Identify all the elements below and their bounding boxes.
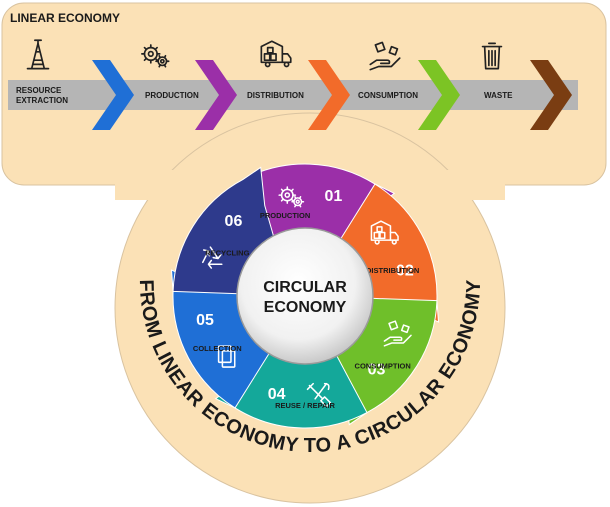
linear-step-4-arrow xyxy=(418,60,460,130)
oil-rig-icon xyxy=(26,39,50,70)
linear-step-4-label: CONSUMPTION xyxy=(358,91,418,100)
circular-stage-02-label: DISTRIBUTION xyxy=(366,266,419,275)
linear-step-1-label: RESOURCE xyxy=(16,86,62,95)
gears-icon xyxy=(141,44,170,68)
circular-stage-05-label: COLLECTION xyxy=(193,344,242,353)
circular-stage-03-label: CONSUMPTION xyxy=(355,361,411,370)
truck-icon xyxy=(370,220,399,245)
circular-stage-05-number: 05 xyxy=(196,312,214,329)
linear-step-1-arrow xyxy=(92,60,134,130)
gears-icon xyxy=(278,186,305,208)
trash-can-icon xyxy=(481,42,503,70)
circular-stage-06-number: 06 xyxy=(225,213,243,230)
center-title-line-1: CIRCULAR xyxy=(263,279,347,296)
linear-step-1-label: EXTRACTION xyxy=(16,96,68,105)
hand-boxes-icon xyxy=(383,320,412,347)
linear-step-5-label: WASTE xyxy=(484,91,513,100)
center-disc xyxy=(236,227,374,365)
linear-step-3-label: DISTRIBUTION xyxy=(247,91,304,100)
circular-stage-06-label: RECYCLING xyxy=(205,249,249,258)
linear-step-2-arrow xyxy=(195,60,237,130)
circular-stage-02-number: 02 xyxy=(396,262,414,279)
circular-stage-04-label: REUSE / REPAIR xyxy=(275,401,335,410)
documents-icon xyxy=(217,345,236,368)
linear-economy-title: LINEAR ECONOMY xyxy=(10,11,120,25)
hand-boxes-icon xyxy=(369,41,401,71)
repair-tools-icon xyxy=(306,382,332,408)
center-title-line-2: ECONOMY xyxy=(264,299,347,316)
linear-step-2-label: PRODUCTION xyxy=(145,91,199,100)
truck-icon xyxy=(260,40,292,68)
linear-flow-band xyxy=(8,80,578,110)
circular-stage-04-number: 04 xyxy=(268,386,286,403)
linear-step-3-arrow xyxy=(308,60,350,130)
circular-stage-01-number: 01 xyxy=(324,188,342,205)
linear-step-5-arrow xyxy=(530,60,572,130)
recycle-icon xyxy=(202,246,223,269)
circular-stage-03-number: 03 xyxy=(368,361,386,378)
circular-stage-01-label: PRODUCTION xyxy=(260,211,310,220)
